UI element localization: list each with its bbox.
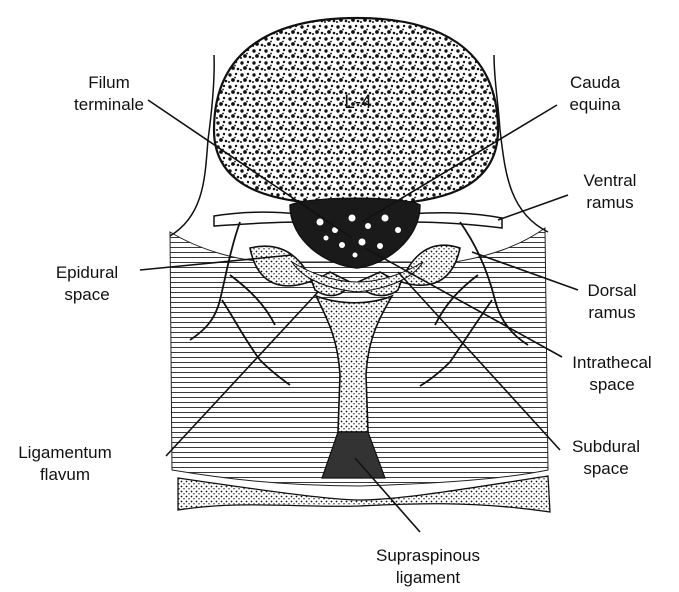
label-epidural-space: Epidural space <box>44 262 130 306</box>
label-cauda-equina-line2: equina <box>555 94 635 116</box>
vertebra-label: L-4 <box>318 92 398 114</box>
label-ventral-ramus-line2: ramus <box>568 192 652 214</box>
label-filum-terminale-line2: terminale <box>66 94 152 116</box>
label-ventral-ramus-line1: Ventral <box>568 170 652 192</box>
label-ligamentum-flavum-line1: Ligamentum <box>10 442 120 464</box>
right-nerve-root <box>410 213 502 228</box>
vertebra-label-text: L-4 <box>318 92 398 114</box>
left-body-wall <box>170 55 214 236</box>
label-subdural-space: Subdural space <box>564 436 648 480</box>
label-cauda-equina-line1: Cauda <box>555 72 635 94</box>
label-filum-terminale-line1: Filum <box>66 72 152 94</box>
label-intrathecal-space: Intrathecal space <box>562 352 662 396</box>
label-filum-terminale: Filum terminale <box>66 72 152 116</box>
leader-ventral-ramus <box>498 195 568 220</box>
label-ventral-ramus: Ventral ramus <box>568 170 652 214</box>
label-subdural-space-line2: space <box>564 458 648 480</box>
label-intrathecal-space-line2: space <box>562 374 662 396</box>
label-ligamentum-flavum-line2: flavum <box>10 464 120 486</box>
label-ligamentum-flavum: Ligamentum flavum <box>10 442 120 486</box>
label-dorsal-ramus-line1: Dorsal <box>574 280 650 302</box>
label-cauda-equina: Cauda equina <box>555 72 635 116</box>
left-nerve-root <box>214 212 300 226</box>
label-epidural-space-line1: Epidural <box>44 262 130 284</box>
label-intrathecal-space-line1: Intrathecal <box>562 352 662 374</box>
label-dorsal-ramus-line2: ramus <box>574 302 650 324</box>
label-supraspinous-ligament: Supraspinous ligament <box>368 545 488 589</box>
label-epidural-space-line2: space <box>44 284 130 306</box>
label-dorsal-ramus: Dorsal ramus <box>574 280 650 324</box>
label-supraspinous-ligament-line2: ligament <box>368 567 488 589</box>
label-supraspinous-ligament-line1: Supraspinous <box>368 545 488 567</box>
label-subdural-space-line1: Subdural <box>564 436 648 458</box>
